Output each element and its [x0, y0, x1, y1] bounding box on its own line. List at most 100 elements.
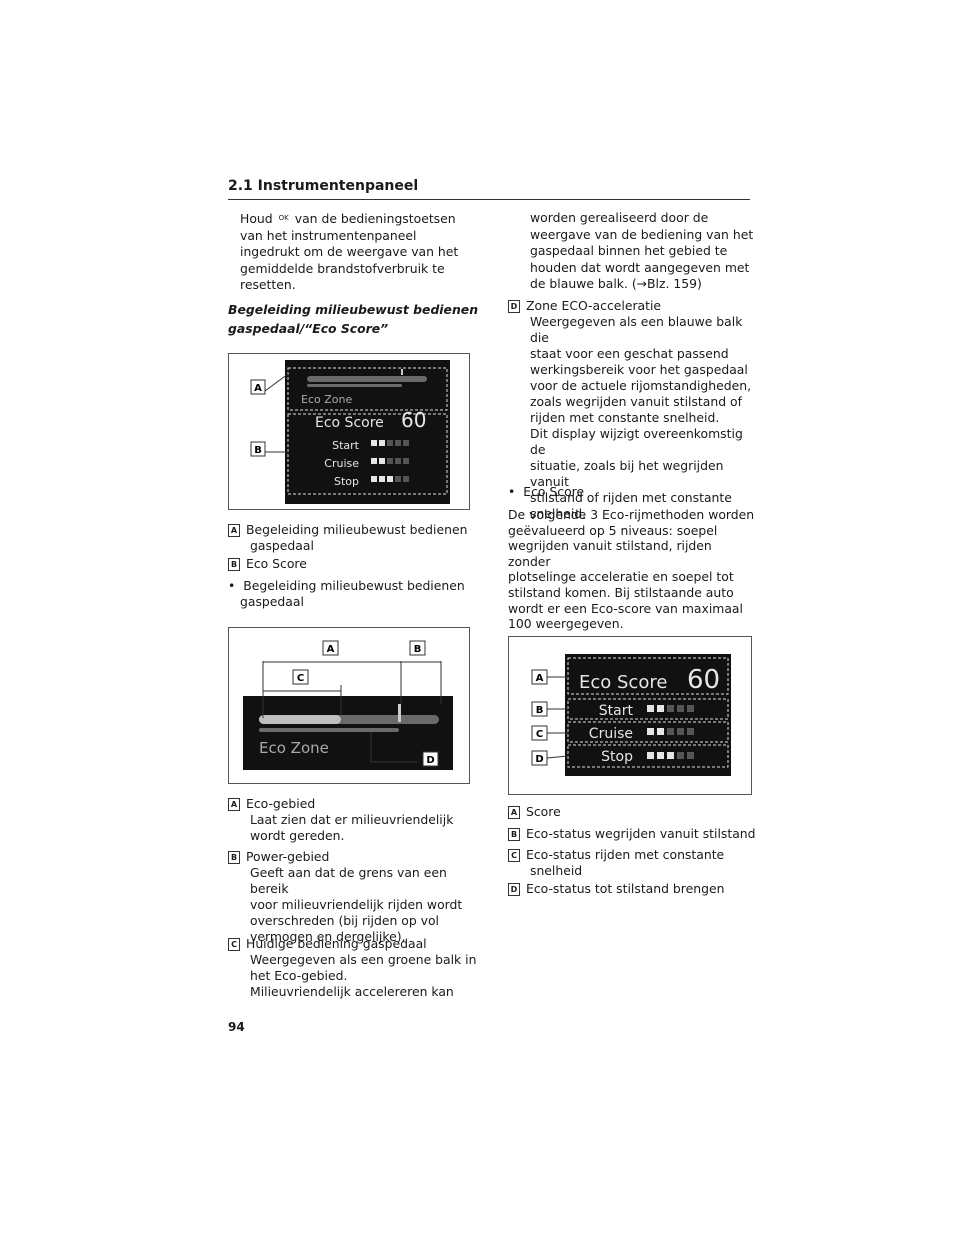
eco-score-label-text: Eco Score [315, 415, 384, 431]
row-start-label: Start [332, 439, 360, 452]
legend-text-cont: Weergegeven als een blauwe balk die [530, 314, 743, 345]
legend-tag: B [228, 558, 240, 571]
score-label-text: Eco Score [579, 672, 667, 693]
legend-tag: C [508, 849, 520, 862]
intro-pre: Houd [240, 211, 273, 226]
callout-tag-d [531, 750, 548, 766]
score-dot [667, 705, 674, 712]
callout-box-b [287, 413, 448, 495]
cont-line: gaspedaal binnen het gebied te [530, 243, 728, 258]
callout-tag-d [422, 751, 439, 767]
legend-tag: B [508, 828, 520, 841]
legend3-item-b: B Eco-status wegrijden vanuit stilstand [508, 826, 758, 842]
bullet-text: Eco Score [523, 484, 585, 499]
score-dot [371, 476, 377, 482]
callout-tag-c-text: C [536, 729, 543, 740]
score-dot [657, 705, 664, 712]
row-stop-label: Stop [601, 749, 633, 765]
legend-text: Huidige bediening gaspedaal [246, 936, 427, 951]
score-dot [657, 728, 664, 735]
eco-score-paragraph: De volgende 3 Eco-rijmethoden worden geë… [508, 507, 758, 632]
callout-tag-a-text: A [327, 644, 335, 655]
bullet-text: Begeleiding milieubewust bedienen [243, 578, 465, 593]
callout-tag-b-text: B [254, 445, 262, 456]
eco-zone-label-text: Eco Zone [259, 739, 329, 757]
legend-text-cont: Weergegeven als een groene balk in [250, 952, 477, 967]
callout-tag-a-text: A [254, 383, 262, 394]
callout-tag-a-text: A [536, 673, 544, 684]
para-line: geëvalueerd op 5 niveaus: soepel [508, 522, 718, 538]
para-line: stilstand komen. Bij stilstaande auto [508, 584, 734, 600]
legend-tag: C [228, 938, 240, 951]
para-line: plotselinge acceleratie en soepel tot [508, 569, 734, 585]
figure-eco-score: Eco Score 60 Start Cruise Stop A B C D [508, 636, 752, 795]
legend-text: Score [526, 804, 561, 819]
ok-button-icon: OK [278, 214, 289, 222]
legend-text-cont: werkingsbereik voor het gaspedaal [530, 362, 748, 377]
subheading: Begeleiding milieubewust bedienen gasped… [228, 300, 478, 338]
legend-text-cont: snelheid. [530, 506, 587, 521]
score-dot [687, 705, 694, 712]
row-stop-label: Stop [334, 475, 359, 488]
callout-line-a [264, 373, 289, 392]
callout-tag-c-text: C [297, 673, 304, 684]
legend-text-cont: wordt gereden. [250, 828, 345, 843]
score-dot [395, 440, 401, 446]
figure-eco-score-svg: Eco Score 60 Start Cruise Stop A B C D [531, 654, 731, 776]
bullet-item-2: • Eco Score [508, 484, 758, 500]
bullet-text-cont: gaspedaal [240, 594, 304, 609]
intro-line-3: gemiddelde brandstofverbruik te [240, 260, 445, 276]
score-dot [677, 752, 684, 759]
row-cruise-label: Cruise [589, 726, 633, 742]
score-dot [403, 440, 409, 446]
figure-eco-zone: Eco Zone A B C D [228, 627, 470, 784]
score-dot [371, 440, 377, 446]
subheading-line-0: Begeleiding milieubewust bedienen [228, 302, 479, 317]
score-dot [395, 476, 401, 482]
score-dot [677, 728, 684, 735]
callout-tag-c [292, 669, 309, 685]
legend-text-cont: situatie, zoals bij het wegrijden vanuit [530, 458, 724, 489]
legend-text-cont: stilstand of rijden met constante [530, 490, 732, 505]
cont-line: weergave van de bediening van het [530, 226, 754, 242]
legend-text-cont: vermogen en dergelijke). [250, 929, 406, 944]
callout-tag-b-text: B [536, 705, 544, 716]
intro-line-4: resetten. [240, 277, 296, 292]
legend-text: Begeleiding milieubewust bedienen [246, 522, 468, 537]
figure-eco-display-svg: Eco Zone Eco Score 60 Start Cruise Stop … [250, 360, 450, 504]
score-dots-group [371, 440, 409, 482]
continuation-paragraph: worden gerealiseerd door de weergave van… [530, 210, 760, 293]
bullet-marker: • [508, 484, 516, 499]
score-dot [387, 476, 393, 482]
score-dot [371, 458, 377, 464]
legend-tag: D [508, 300, 520, 313]
para-line: wegrijden vanuit stilstand, rijden zonde… [508, 538, 712, 569]
score-dot [647, 752, 654, 759]
para-line: 100 weergegeven. [508, 616, 624, 632]
eco-zone-bar-blue [307, 384, 402, 387]
power-marker [401, 369, 403, 375]
callout-tag-d-text: D [535, 754, 543, 765]
legend-tag: B [228, 851, 240, 864]
section-divider [228, 199, 750, 200]
callout-tag-a [250, 379, 266, 395]
legend-text: Eco-status rijden met constante [526, 847, 725, 862]
legend-text-cont: het Eco-gebied. [250, 968, 348, 983]
score-dot [647, 705, 654, 712]
callout-box-c [567, 721, 729, 743]
legend-text-cont: voor milieuvriendelijk rijden wordt [250, 897, 463, 912]
score-dot [647, 728, 654, 735]
legend-text: Eco-status wegrijden vanuit stilstand [526, 826, 756, 841]
eco-zone-bar-bg [307, 376, 427, 382]
score-dot [687, 728, 694, 735]
eco-zone-screen [243, 696, 453, 770]
bullet-item-1: • Begeleiding milieubewust bedienen gasp… [228, 578, 478, 610]
legend-tag: A [228, 798, 240, 811]
legend-text-cont: rijden met constante snelheid. [530, 410, 720, 425]
bar-eco-accel [259, 728, 399, 732]
